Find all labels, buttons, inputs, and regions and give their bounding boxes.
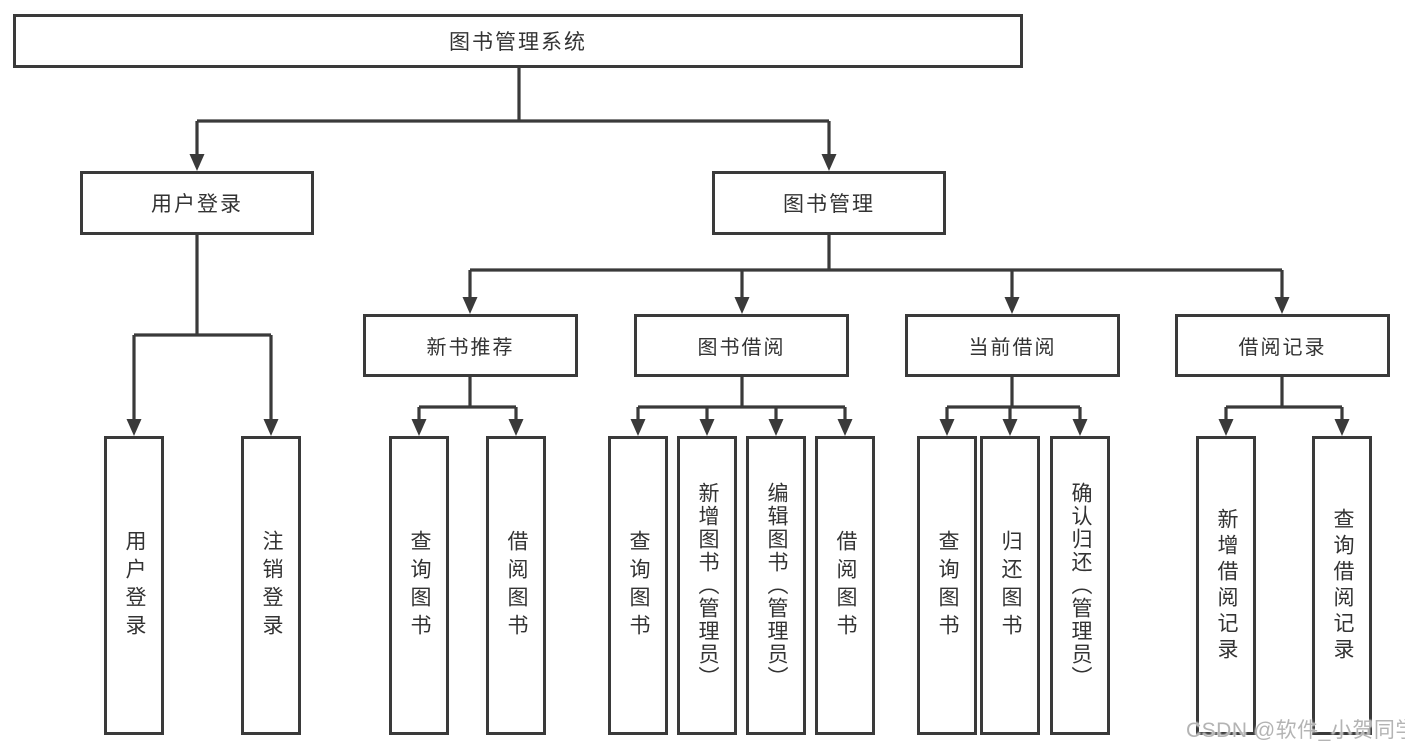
leaf-add-borrow-record: 新增借阅记录 xyxy=(1196,436,1256,735)
arrowhead-icon xyxy=(1002,419,1018,436)
leaf-rec-borrow-book: 借阅图书 xyxy=(486,436,546,735)
arrowhead-icon xyxy=(821,154,837,171)
arrowhead-icon xyxy=(1274,297,1290,314)
leaf-bb-add-book-admin: 新增图书（管理员） xyxy=(677,436,737,735)
arrowhead-icon xyxy=(734,297,750,314)
arrowhead-icon xyxy=(1072,419,1088,436)
arrowhead-icon xyxy=(699,419,715,436)
arrowhead-icon xyxy=(411,419,427,436)
arrowhead-icon xyxy=(508,419,524,436)
node-book-management-branch: 图书管理 xyxy=(712,171,946,235)
leaf-query-borrow-record: 查询借阅记录 xyxy=(1312,436,1372,735)
leaf-rec-query-book: 查询图书 xyxy=(389,436,449,735)
arrowhead-icon xyxy=(263,419,279,436)
node-book-borrow: 图书借阅 xyxy=(634,314,849,377)
arrowhead-icon xyxy=(939,419,955,436)
arrowhead-icon xyxy=(1004,297,1020,314)
arrowheads xyxy=(126,154,1350,436)
arrowhead-icon xyxy=(768,419,784,436)
leaf-bb-query-book: 查询图书 xyxy=(608,436,668,735)
node-new-book-recommend: 新书推荐 xyxy=(363,314,578,377)
arrowhead-icon xyxy=(189,154,205,171)
node-borrow-record: 借阅记录 xyxy=(1175,314,1390,377)
arrowhead-icon xyxy=(126,419,142,436)
leaf-bb-edit-book-admin: 编辑图书（管理员） xyxy=(746,436,806,735)
leaf-cur-return-book: 归还图书 xyxy=(980,436,1040,735)
node-current-borrow: 当前借阅 xyxy=(905,314,1120,377)
node-user-login-branch: 用户登录 xyxy=(80,171,314,235)
arrowhead-icon xyxy=(462,297,478,314)
connector-paths xyxy=(132,68,1344,420)
leaf-cur-query-book: 查询图书 xyxy=(917,436,977,735)
leaf-logout: 注销登录 xyxy=(241,436,301,735)
leaf-cur-confirm-return-admin: 确认归还（管理员） xyxy=(1050,436,1110,735)
arrowhead-icon xyxy=(1218,419,1234,436)
arrowhead-icon xyxy=(630,419,646,436)
arrowhead-icon xyxy=(837,419,853,436)
watermark: CSDN @软件_小贺同学 xyxy=(1186,719,1405,742)
leaf-user-login: 用户登录 xyxy=(104,436,164,735)
arrowhead-icon xyxy=(1334,419,1350,436)
node-root: 图书管理系统 xyxy=(13,14,1023,68)
leaf-bb-borrow-book: 借阅图书 xyxy=(815,436,875,735)
